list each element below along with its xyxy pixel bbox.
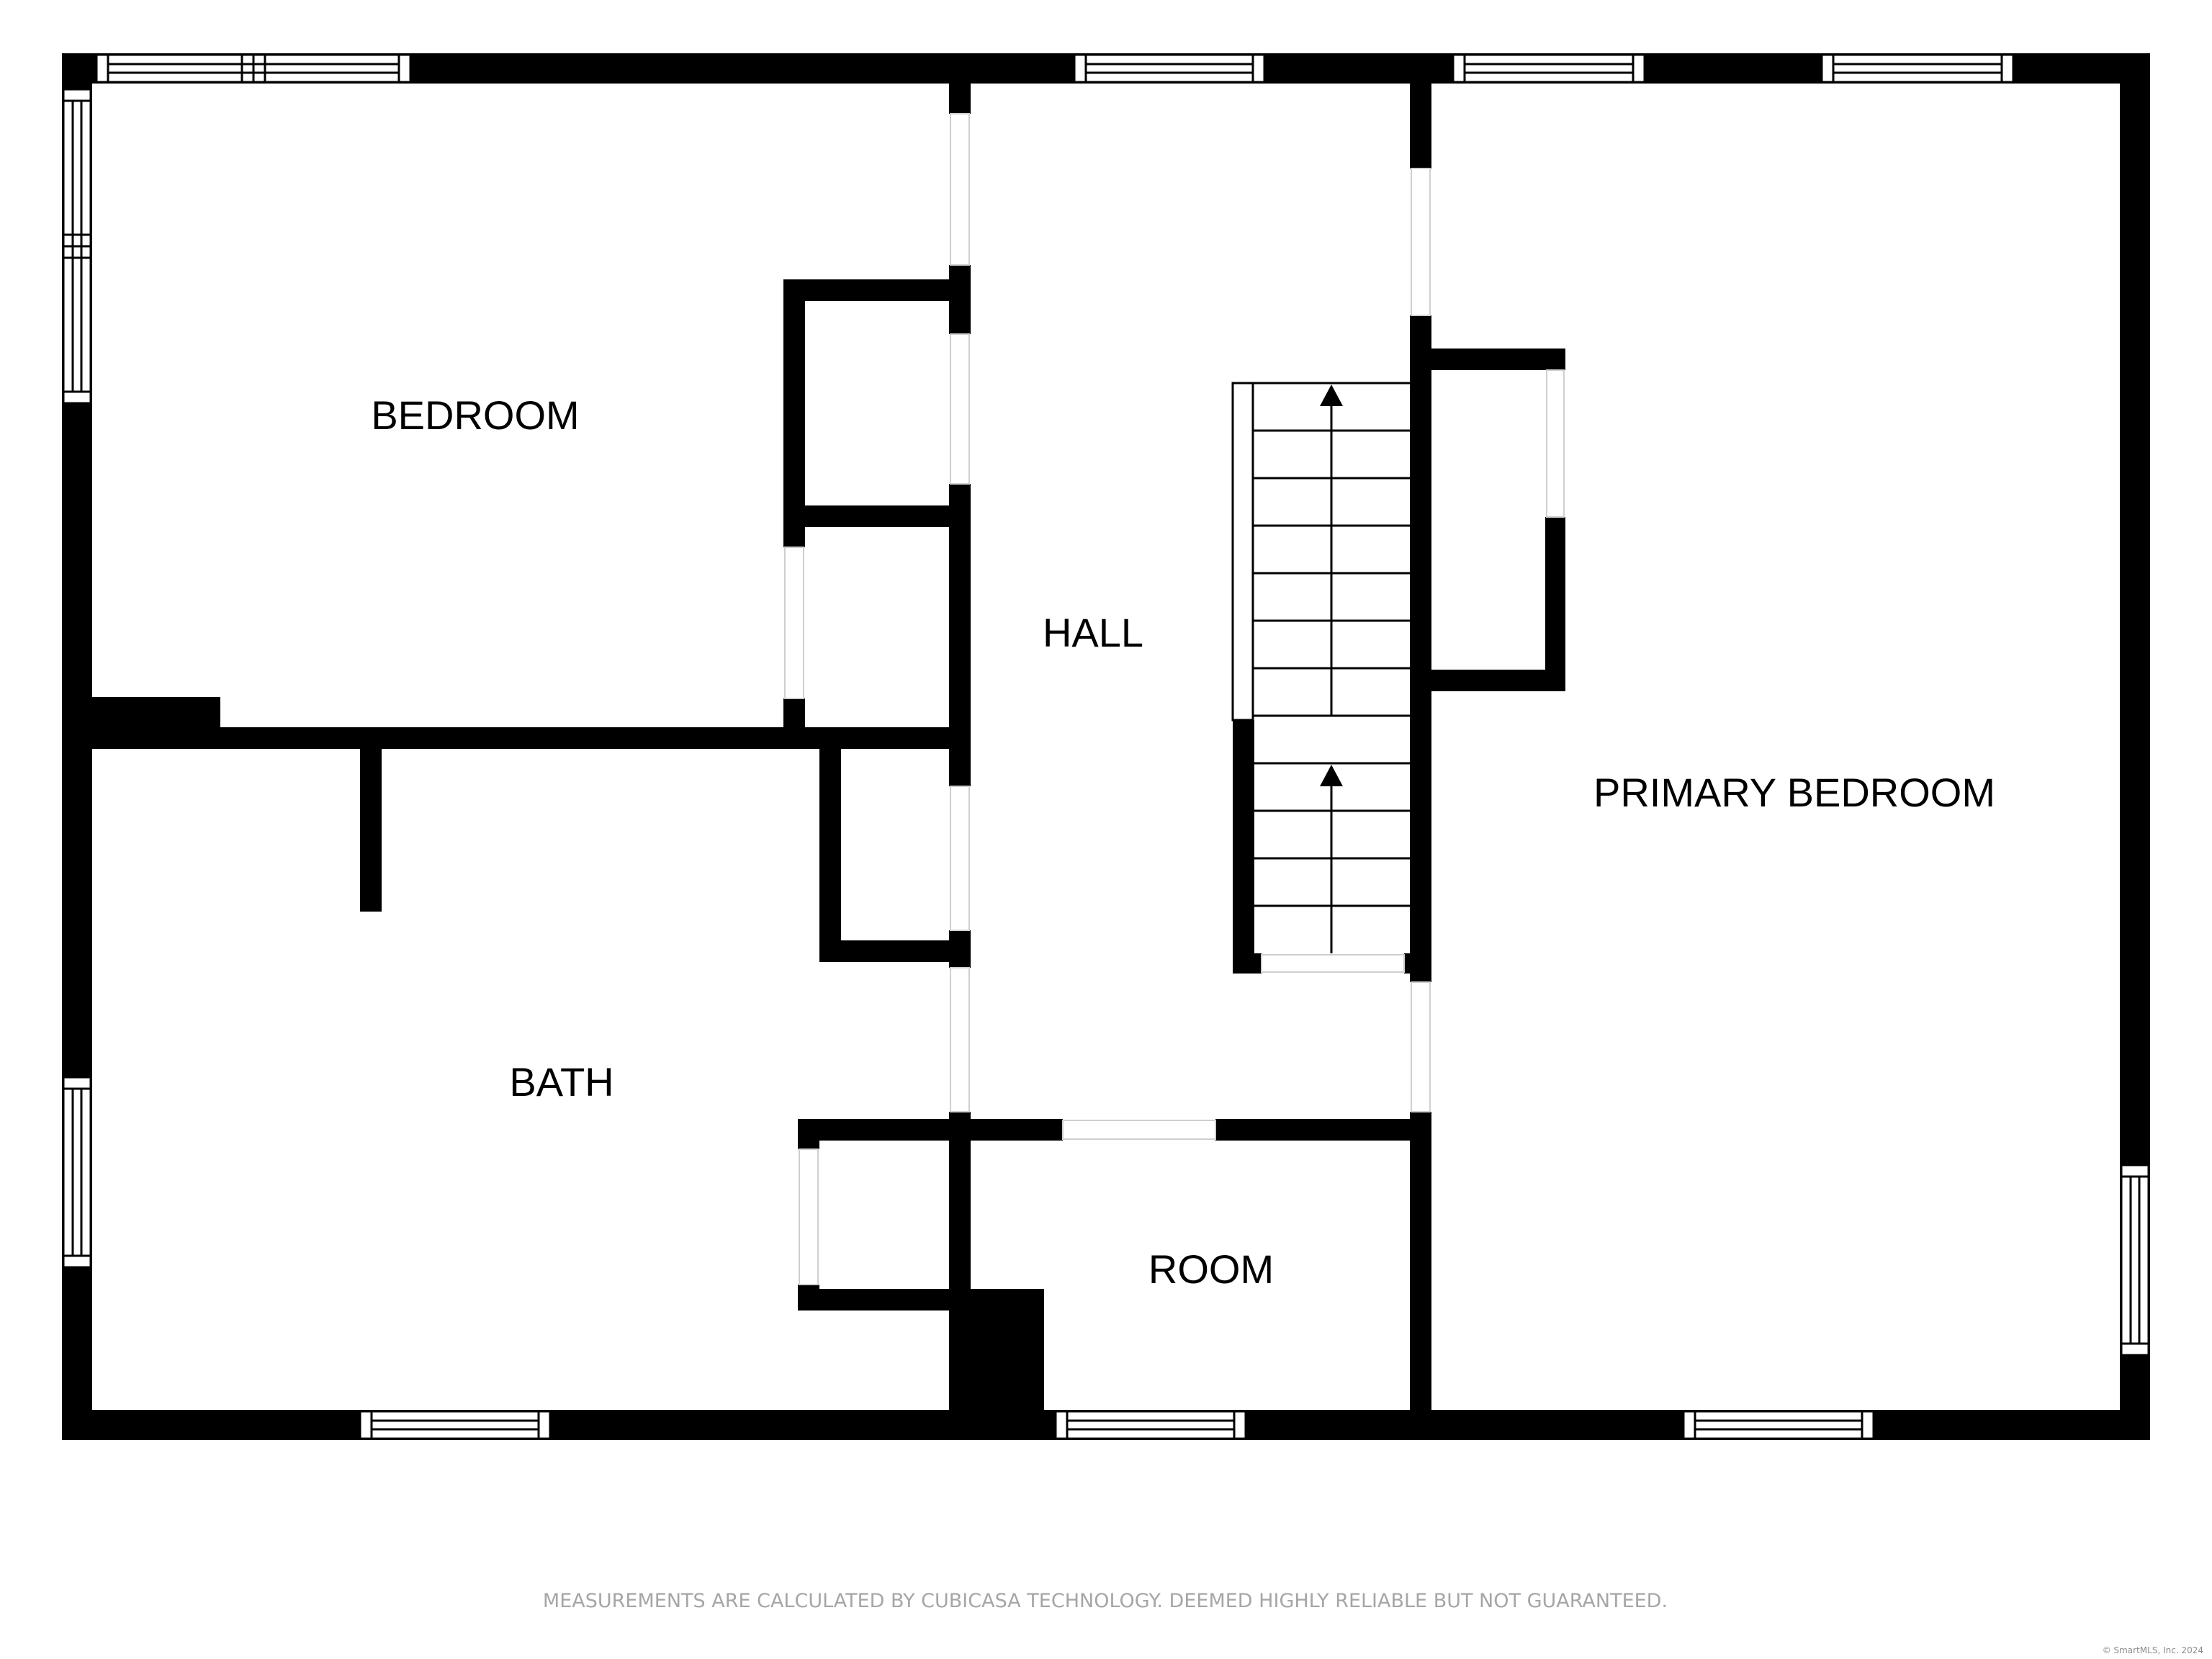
wall-primary-closet [1410, 349, 1565, 370]
wall-primary-left [1410, 315, 1431, 982]
wall-primary-closet [1545, 349, 1565, 370]
door-opening [1062, 1120, 1216, 1140]
window-icon [359, 1410, 552, 1440]
wall-closet [783, 505, 971, 527]
door-opening [950, 967, 970, 1112]
wall-hall-left [949, 84, 971, 114]
wall-hall-left [949, 484, 971, 786]
window-icon [1073, 53, 1266, 84]
room-label-hall: HALL [1043, 610, 1143, 655]
wall-bath-small-closet [798, 1119, 819, 1149]
wall-primary-closet [1410, 670, 1565, 691]
wall-hall-bottom [1215, 1119, 1424, 1141]
wall-primary-left [1410, 84, 1431, 168]
door-opening [1411, 981, 1431, 1112]
wall-bath-small-closet [798, 1289, 971, 1310]
wall-bath-stub [360, 727, 382, 912]
window-icon [1820, 53, 2015, 84]
room-label-primary-bedroom: PRIMARY BEDROOM [1593, 770, 1995, 815]
wall-primary-left [1410, 1112, 1431, 1440]
wall-closet [783, 698, 805, 749]
stair-arrows [1320, 385, 1343, 786]
door-opening [799, 1148, 819, 1285]
staircase [1231, 382, 1410, 953]
stair-rail [1231, 382, 1254, 721]
wall-bedroom-bath [62, 727, 969, 749]
door-opening [950, 113, 970, 266]
copyright-text: © SmartMLS, Inc. 2024 [2103, 1645, 2203, 1655]
wall-corner-block [62, 697, 220, 727]
room-label-bedroom: BEDROOM [371, 392, 579, 438]
wall-stair-bottom [1233, 953, 1262, 974]
door-opening [950, 333, 970, 485]
window-icon [1452, 53, 1646, 84]
door-opening [1261, 954, 1405, 973]
wall-closet [783, 279, 805, 547]
door-opening [784, 547, 804, 699]
window-icon [62, 88, 92, 405]
room-label-bath: BATH [509, 1059, 613, 1105]
wall-primary-closet [1545, 517, 1565, 691]
door-opening [1546, 369, 1565, 518]
wall-stair-left [1233, 720, 1254, 974]
window-icon [1682, 1410, 1875, 1440]
window-icon [62, 1076, 92, 1269]
wall-stair-bottom [1404, 953, 1431, 974]
windows [62, 53, 2150, 1440]
door-opening [1411, 168, 1431, 316]
arrow-up-icon [1320, 385, 1343, 406]
wall-closet [783, 279, 971, 301]
wall-bath-closet [819, 940, 971, 962]
walls [62, 53, 2150, 1440]
window-icon [95, 53, 412, 84]
arrow-up-icon [1320, 765, 1343, 786]
window-icon [1054, 1410, 1247, 1440]
disclaimer-text: MEASUREMENTS ARE CALCULATED BY CUBICASA … [543, 1590, 1668, 1612]
door-openings [784, 113, 1565, 1285]
room-label-room: ROOM [1148, 1246, 1274, 1292]
wall-hall-bottom [798, 1119, 1063, 1141]
wall-bath-closet [819, 749, 841, 962]
wall-room-block [949, 1289, 1044, 1440]
door-opening [950, 786, 970, 931]
window-icon [2120, 1164, 2150, 1357]
